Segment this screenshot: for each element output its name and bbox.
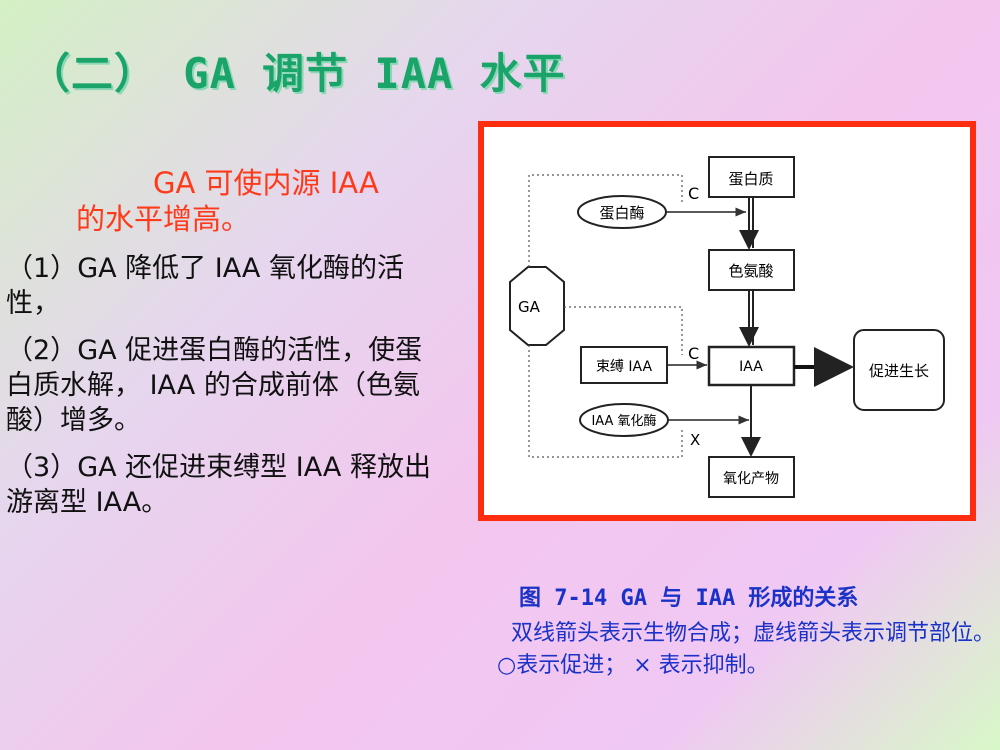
ga-label: GA <box>518 298 541 316</box>
lead-line-1: GA 可使内源 IAA <box>153 166 379 200</box>
point-1: （1）GA 降低了 IAA 氧化酶的活性， <box>6 251 448 321</box>
iaa-oxidase-label: IAA 氧化酶 <box>591 413 656 429</box>
regulation-lines <box>528 174 683 458</box>
point-text: GA 还促进束缚型 IAA 释放出游离型 IAA。 <box>6 452 431 518</box>
tryptophan-label: 色氨酸 <box>728 262 773 280</box>
synthesis-arrows <box>739 197 761 457</box>
promote-mark-2: C <box>688 344 699 363</box>
bound-iaa-label: 束缚 IAA <box>596 358 653 375</box>
text-column: GA 可使内源 IAA 的水平增高。 （1）GA 降低了 IAA 氧化酶的活性，… <box>6 165 448 532</box>
protease-label: 蛋白酶 <box>599 204 644 222</box>
growth-box <box>853 329 945 411</box>
point-text: GA 降低了 IAA 氧化酶的活性， <box>6 253 404 319</box>
page-title: （二） GA 调节 IAA 水平 <box>28 49 566 98</box>
point-number: （3） <box>6 452 78 483</box>
point-3: （3）GA 还促进束缚型 IAA 释放出游离型 IAA。 <box>6 450 448 520</box>
protein-label: 蛋白质 <box>728 170 773 188</box>
growth-label: 促进生长 <box>869 362 929 380</box>
caption-title: 图 7-14 GA 与 IAA 形成的关系 <box>519 586 859 611</box>
diagram-frame: 蛋白质 蛋白酶 色氨酸 GA 束缚 IAA IAA 促进生长 IAA 氧化酶 氧… <box>478 121 976 521</box>
protein-box <box>708 156 795 198</box>
point-number: （1） <box>6 253 78 284</box>
inhibit-mark: X <box>690 431 700 449</box>
figure-caption: 图 7-14 GA 与 IAA 形成的关系 双线箭头表示生物合成；虚线箭头表示调… <box>497 580 997 682</box>
ga-octagon <box>509 266 565 346</box>
point-2: （2）GA 促进蛋白酶的活性，使蛋白质水解， IAA 的合成前体（色氨酸）增多。 <box>6 333 448 438</box>
tryptophan-box <box>708 249 795 291</box>
lead-line-2: 的水平增高。 <box>76 202 251 236</box>
point-text: GA 促进蛋白酶的活性，使蛋白质水解， IAA 的合成前体（色氨酸）增多。 <box>6 335 423 436</box>
oxidation-product-label: 氧化产物 <box>723 471 779 487</box>
oxidation-product-box <box>708 456 795 498</box>
point-number: （2） <box>6 335 78 366</box>
iaa-label: IAA <box>739 359 763 375</box>
caption-text: 双线箭头表示生物合成；虚线箭头表示调节部位。○表示促进； × 表示抑制。 <box>497 621 996 678</box>
ga-iaa-diagram: 蛋白质 蛋白酶 色氨酸 GA 束缚 IAA IAA 促进生长 IAA 氧化酶 氧… <box>509 156 945 498</box>
promote-mark-1: C <box>688 184 699 203</box>
